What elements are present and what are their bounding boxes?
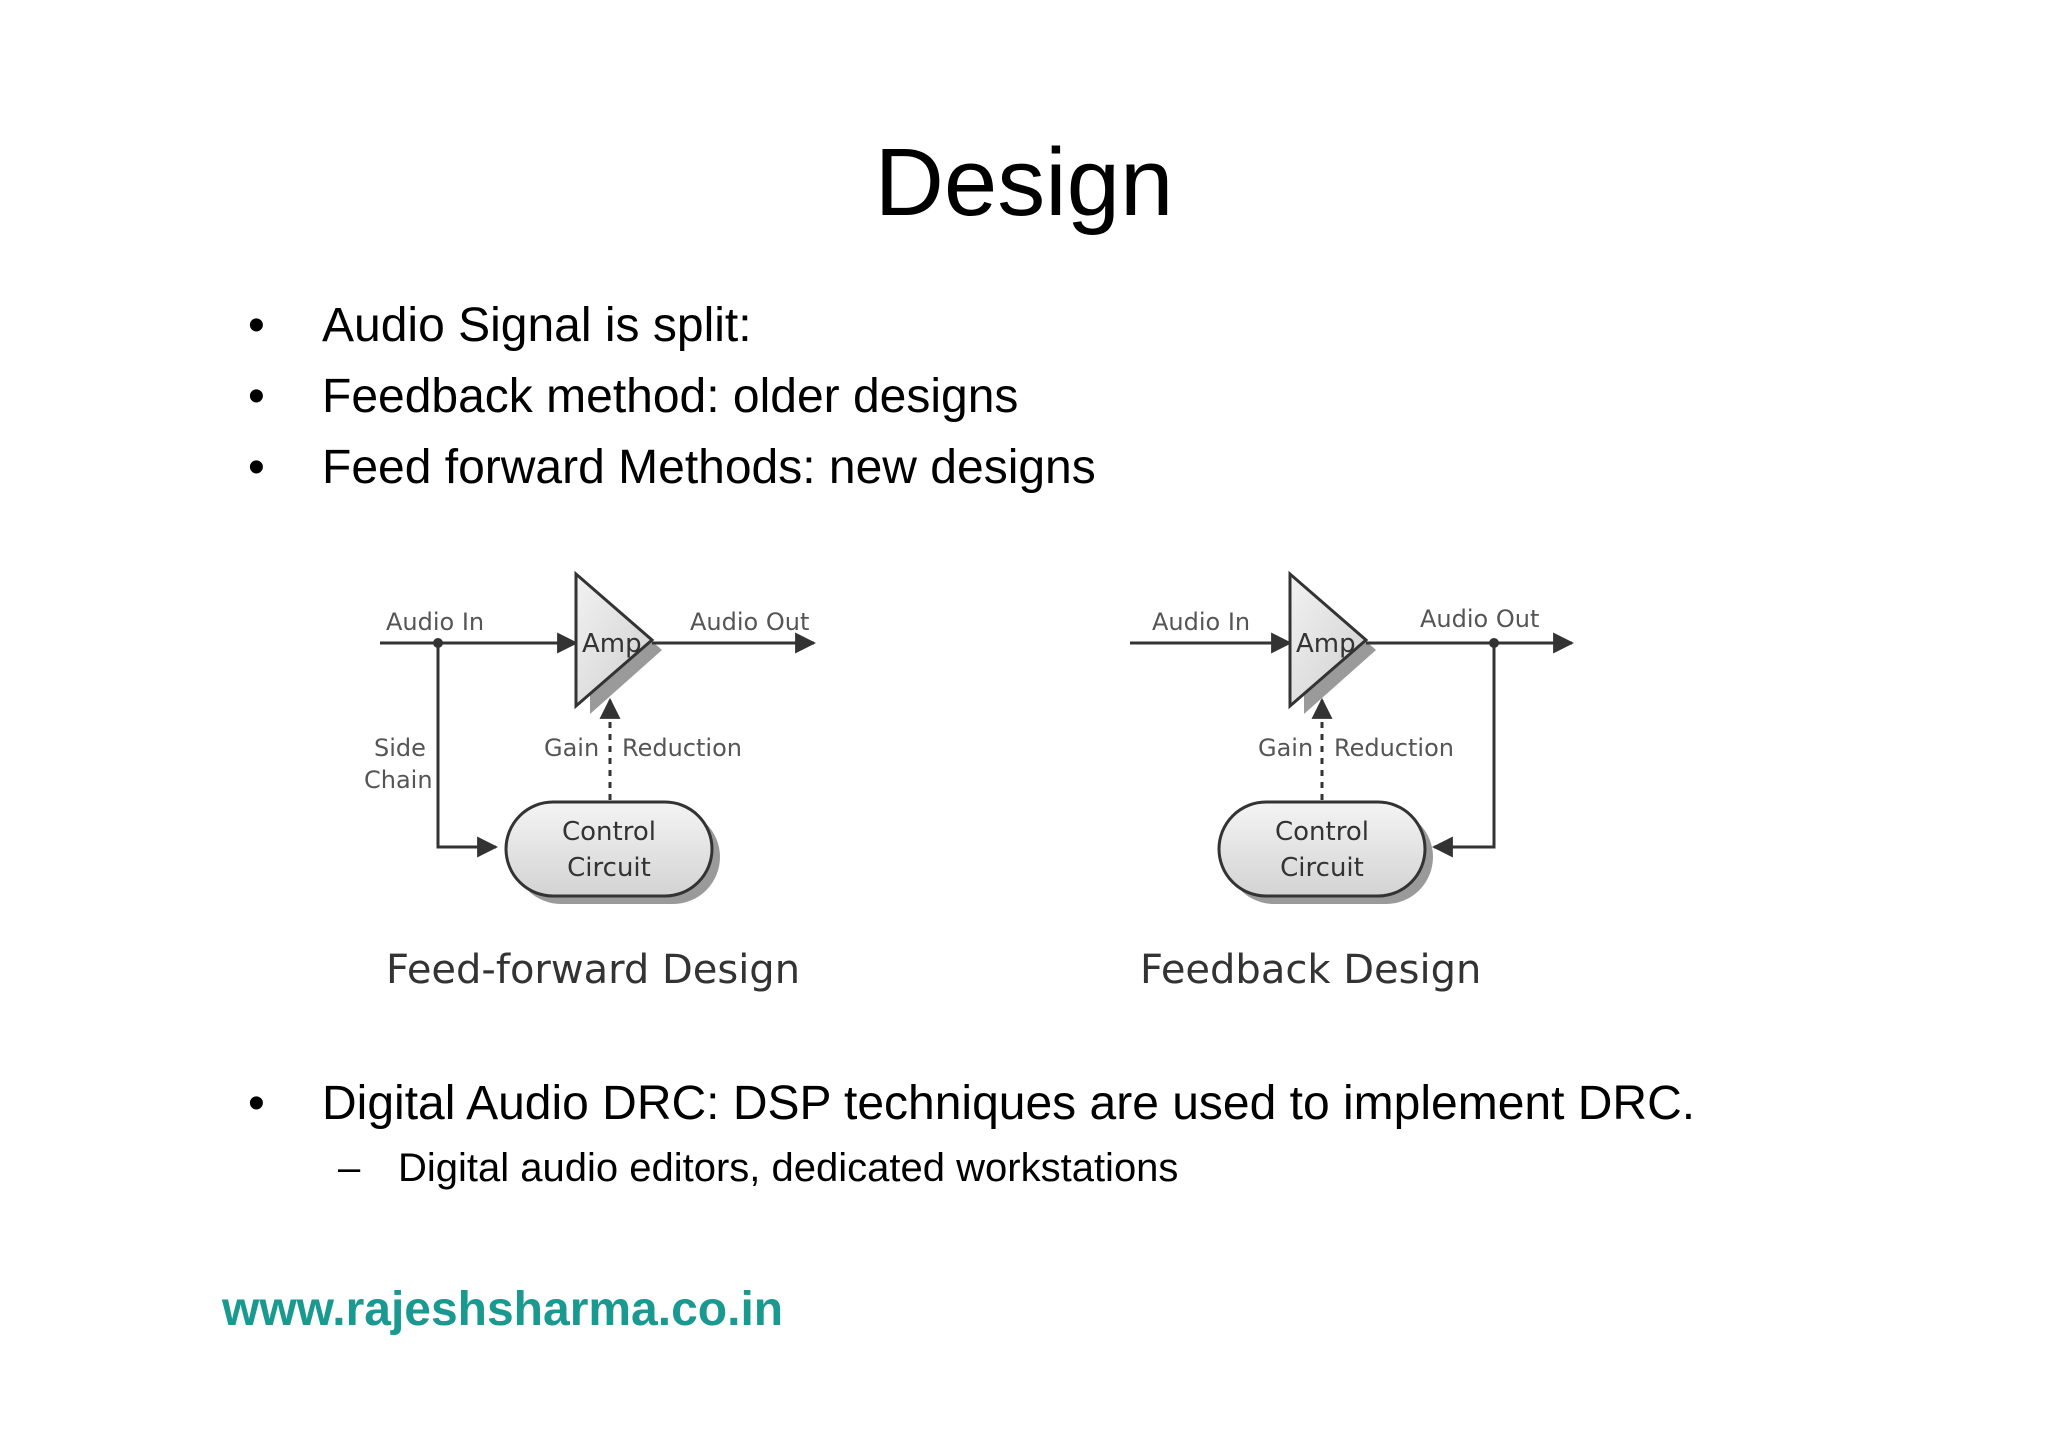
- ff-control-circuit: [504, 800, 714, 898]
- fb-audio-out-label: Audio Out: [1420, 605, 1539, 633]
- fb-circuit-label: Circuit: [1280, 853, 1364, 883]
- bullet-marker: •: [248, 1077, 265, 1130]
- feedback-diagram: Audio In Amp Audio Out Gain Reduction Co…: [1130, 570, 1575, 993]
- fb-gain-label: Gain: [1258, 734, 1313, 762]
- fb-reduction-label: Reduction: [1334, 734, 1454, 762]
- ff-chain-label: Chain: [364, 766, 433, 794]
- ff-circuit-label: Circuit: [567, 853, 651, 883]
- fb-feedback-line: [1431, 643, 1496, 858]
- bullet-marker: •: [248, 441, 265, 494]
- bullet-text: Feedback method: older designs: [322, 370, 1019, 423]
- bullet-text: Digital Audio DRC: DSP techniques are us…: [322, 1077, 1696, 1130]
- bullet-text: Audio Signal is split:: [322, 299, 752, 352]
- fb-caption: Feedback Design: [1140, 947, 1481, 993]
- bullet-marker: •: [248, 299, 265, 352]
- ff-audio-out-label: Audio Out: [690, 608, 809, 636]
- fb-control-circuit: [1217, 800, 1427, 898]
- slide-title: Design: [874, 129, 1174, 236]
- ff-audio-in-label: Audio In: [386, 608, 484, 636]
- ff-side-chain-line: [436, 643, 499, 858]
- ff-reduction-label: Reduction: [622, 734, 742, 762]
- ff-side-label: Side: [374, 734, 426, 762]
- ff-caption: Feed-forward Design: [386, 947, 800, 993]
- fb-amp-triangle: [1288, 570, 1369, 710]
- fb-control-label: Control: [1275, 817, 1369, 847]
- ff-amp-label: Amp: [582, 629, 642, 659]
- fb-amp-label: Amp: [1296, 629, 1356, 659]
- ff-control-label: Control: [562, 817, 656, 847]
- feed-forward-diagram: Audio In Amp Audio Out Side Chain Gain R…: [364, 570, 817, 993]
- sub-bullet-marker: –: [338, 1146, 361, 1190]
- sub-bullet-text: Digital audio editors, dedicated worksta…: [398, 1146, 1179, 1190]
- fb-audio-in-label: Audio In: [1152, 608, 1250, 636]
- footer-website-link[interactable]: www.rajeshsharma.co.in: [222, 1283, 784, 1336]
- ff-amp-triangle: [574, 570, 655, 710]
- bullet-text: Feed forward Methods: new designs: [322, 441, 1096, 494]
- ff-gain-label: Gain: [544, 734, 599, 762]
- bullet-marker: •: [248, 370, 265, 423]
